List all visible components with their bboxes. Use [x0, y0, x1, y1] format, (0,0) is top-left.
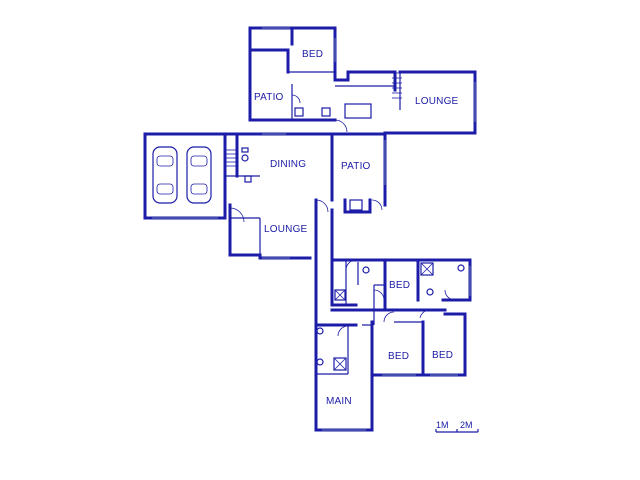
door-swing-icon — [419, 309, 431, 319]
room-label-bed-lower-right: BED — [432, 350, 453, 361]
upper-wing — [248, 26, 337, 122]
scale-label-2m: 2M — [460, 420, 473, 430]
kitchen — [333, 70, 402, 133]
basin-icon — [321, 107, 331, 117]
dining-patio — [258, 132, 387, 214]
lower-passage — [330, 284, 447, 326]
door-swing-icon — [383, 311, 395, 323]
shower-icon — [333, 357, 347, 371]
room-label-main: MAIN — [326, 396, 352, 407]
door-swing-icon — [315, 199, 329, 213]
room-label-bed-top: BED — [302, 49, 323, 60]
wc-block — [223, 132, 262, 183]
scale-bar: 1M 2M — [435, 420, 479, 433]
room-label-lounge-top: LOUNGE — [415, 96, 459, 107]
room-label-patio-mid: PATIO — [341, 161, 371, 172]
door-swing-icon — [371, 199, 383, 211]
room-label-lounge-mid: LOUNGE — [264, 224, 308, 235]
lower-lounge — [228, 203, 312, 260]
garage — [143, 132, 227, 220]
basin-icon — [349, 199, 363, 211]
shower-icon — [334, 289, 346, 301]
basin-icon — [244, 175, 252, 183]
corridor — [314, 198, 334, 327]
room-label-bed-lower-left: BED — [388, 351, 409, 362]
door-swing-icon — [229, 207, 245, 223]
toilet-icon — [316, 358, 324, 366]
room-label-patio-top: PATIO — [254, 92, 284, 103]
basin-icon — [294, 107, 304, 117]
door-swing-icon — [337, 325, 349, 337]
car-icon — [152, 146, 178, 204]
door-swing-icon — [291, 94, 301, 104]
room-label-dining: DINING — [270, 159, 306, 170]
toilet-icon — [426, 288, 434, 296]
main-suite — [314, 323, 374, 432]
toilet-icon — [457, 264, 465, 272]
toilet-icon — [316, 327, 324, 335]
toilet-icon — [362, 266, 370, 274]
door-swing-icon — [345, 259, 357, 271]
door-swing-icon — [444, 289, 456, 301]
toilet-icon — [241, 147, 249, 162]
bed-wing-lower — [370, 312, 467, 377]
door-swing-icon — [334, 119, 348, 133]
room-label-bed-right: BED — [389, 280, 410, 291]
stairs — [226, 149, 236, 167]
shower-icon — [420, 262, 434, 276]
car-icon — [186, 146, 212, 204]
upper-lounge — [383, 70, 477, 135]
door-swing-icon — [373, 289, 385, 301]
scale-label-1m: 1M — [436, 420, 449, 430]
bed-wing-right — [330, 258, 472, 312]
